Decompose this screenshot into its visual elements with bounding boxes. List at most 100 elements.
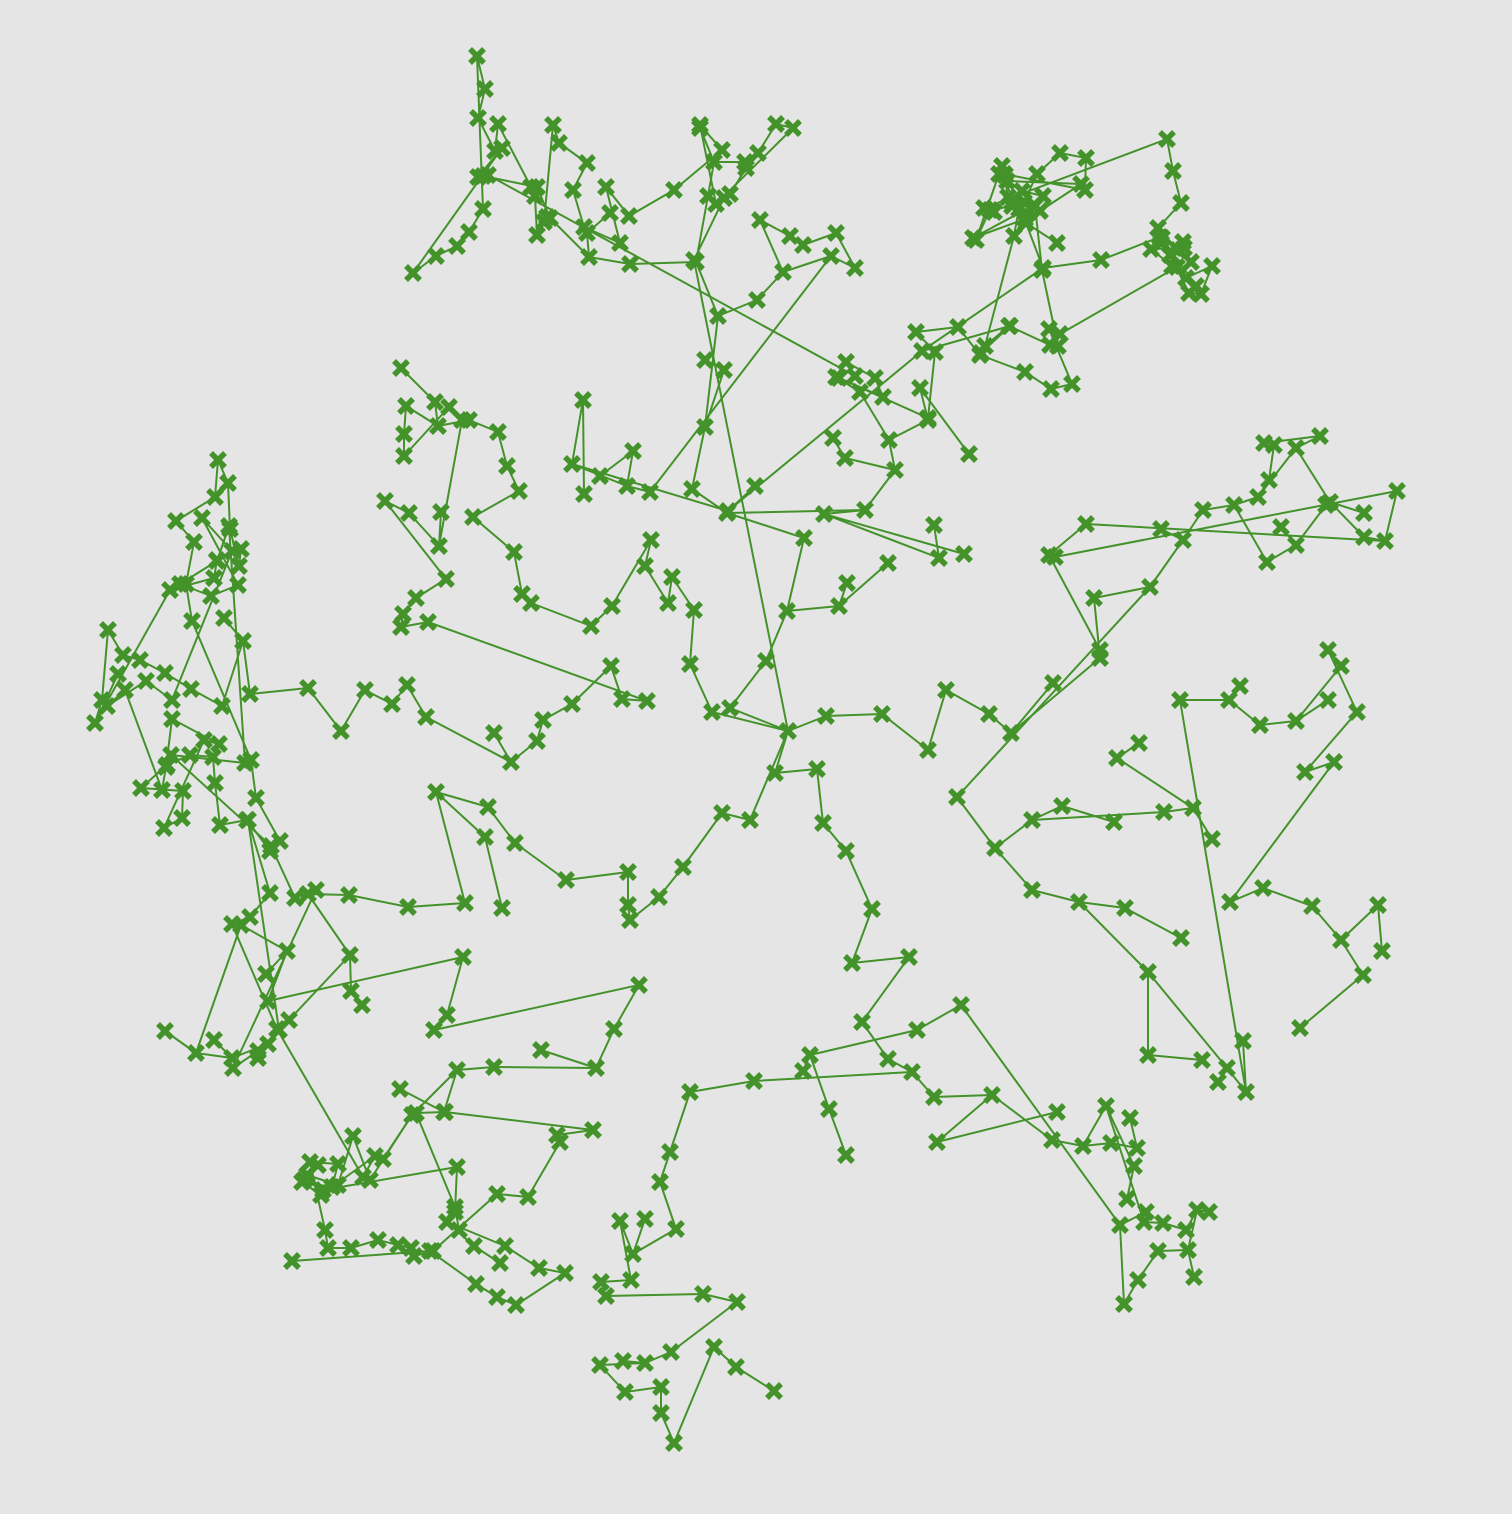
tree-edge [1048,554,1101,651]
x-marker-node [476,80,494,98]
x-marker-node [424,1242,442,1260]
tree-edge [1010,657,1101,734]
x-marker-node [998,172,1016,190]
x-marker-node [1077,149,1095,167]
tree-edge [1105,1105,1145,1223]
x-marker-node [707,195,725,213]
x-marker-node [1311,427,1329,445]
tree-edge [403,406,450,457]
x-marker-node [1287,439,1305,457]
x-marker-node [1209,1073,1227,1091]
x-marker-node [651,1173,669,1191]
tree-edge [497,123,532,188]
x-marker-node [667,1220,685,1238]
x-marker-node [636,1354,654,1372]
tree-edge [572,189,585,228]
x-marker-node [219,474,237,492]
x-marker-node [1225,496,1243,514]
tree-edge [571,399,584,465]
x-marker-node [344,1127,362,1145]
x-marker-node [1085,589,1103,607]
tree-edge [624,1386,662,1393]
x-marker-node [1091,641,1109,659]
x-marker-node [236,754,254,772]
x-marker-node [1251,716,1269,734]
x-marker-node [116,681,134,699]
x-marker-node [213,697,231,715]
x-marker-node [522,178,540,196]
x-marker-node [830,369,848,387]
tree-edge [1119,1224,1125,1305]
x-marker-node [652,1378,670,1396]
x-marker-node [765,1382,783,1400]
x-marker-node [223,915,241,933]
x-marker-node [900,948,918,966]
x-marker-node [479,798,497,816]
x-marker-node [544,116,562,134]
tree-edge [1085,523,1386,542]
tree-edge [124,689,163,791]
x-marker-node [456,894,474,912]
x-marker-node [778,602,796,620]
tree-edge [673,1346,715,1444]
tree-edge [1082,1142,1112,1147]
x-marker-node [1048,234,1066,252]
tree-edge [231,923,278,1030]
x-marker-node [713,141,731,159]
x-marker-node [1105,813,1123,831]
x-marker-node [1040,320,1058,338]
x-marker-node [224,1059,242,1077]
tree-edge [1299,974,1364,1029]
x-marker-node [611,1212,629,1230]
x-marker-node [174,782,192,800]
tree-edge [1304,711,1358,773]
x-marker-node [584,1121,602,1139]
tree-edge [1166,138,1174,172]
x-marker-node [1179,1241,1197,1259]
x-marker-node [155,819,173,837]
x-marker-node [815,505,833,523]
x-marker-node [574,391,592,409]
x-marker-node [1234,1032,1252,1050]
x-marker-node [582,617,600,635]
x-marker-node [1255,434,1273,452]
tree-edge [433,984,640,1031]
x-marker-node [621,911,639,929]
x-marker-node [662,1343,680,1361]
x-marker-node [340,886,358,904]
tree-edge [1163,807,1194,813]
x-marker-node [532,1041,550,1059]
x-marker-node [162,746,180,764]
x-marker-node [1373,942,1391,960]
x-marker-node [183,612,201,630]
x-marker-node [709,307,727,325]
tree-edge [695,261,719,317]
x-marker-node [341,946,359,964]
x-marker-node [1332,657,1350,675]
x-marker-node [685,251,703,269]
x-marker-node [1155,803,1173,821]
tree-edge [693,259,789,732]
tree-edge [726,512,805,539]
x-marker-node [622,1271,640,1289]
x-marker-node [1194,501,1212,519]
tree-edge [247,819,271,894]
tree-edge [823,509,866,515]
tree-edge [689,609,695,665]
x-marker-node [880,431,898,449]
tree-edge [809,1054,830,1110]
x-marker-node [1231,677,1249,695]
x-marker-node [925,1088,943,1106]
x-marker-node [485,724,503,742]
tree-edge [1006,180,1082,185]
x-marker-node [597,178,615,196]
x-marker-node [376,492,394,510]
x-marker-node [986,839,1004,857]
tree-edge [1172,170,1182,204]
x-marker-node [746,477,764,495]
x-marker-node [980,705,998,723]
x-marker-node [404,264,422,282]
x-marker-node [1258,553,1276,571]
x-marker-node [1111,1216,1129,1234]
x-marker-node [436,1103,454,1121]
